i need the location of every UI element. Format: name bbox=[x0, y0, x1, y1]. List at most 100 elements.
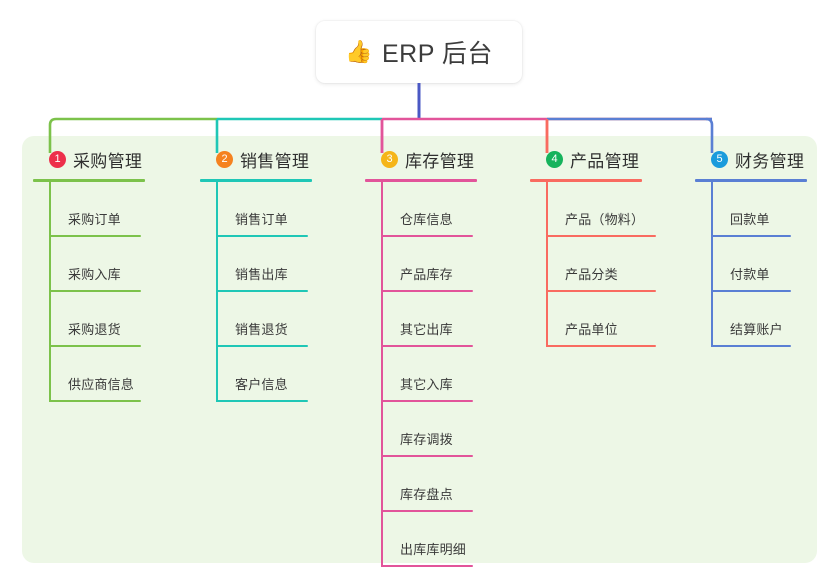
tree-item-label: 结算账户 bbox=[730, 322, 783, 337]
tree-item-label: 库存调拨 bbox=[400, 432, 453, 447]
tree-item-rule bbox=[49, 345, 141, 347]
tree-item[interactable]: 其它出库 bbox=[365, 292, 477, 347]
tree-item[interactable]: 产品分类 bbox=[530, 237, 656, 292]
tree-item-label: 采购入库 bbox=[68, 267, 121, 282]
tree-item[interactable]: 采购退货 bbox=[33, 292, 145, 347]
tree-item-label: 付款单 bbox=[730, 267, 770, 282]
tree-item-label: 采购订单 bbox=[68, 212, 121, 227]
tree-item[interactable]: 仓库信息 bbox=[365, 182, 477, 237]
root-node-title-wrap: 👍 ERP 后台 bbox=[345, 34, 493, 70]
column-spine-4 bbox=[546, 182, 548, 347]
tree-item[interactable]: 客户信息 bbox=[200, 347, 312, 402]
tree-item[interactable]: 销售出库 bbox=[200, 237, 312, 292]
tree-item-rule bbox=[216, 290, 308, 292]
column-title-3: 库存管理 bbox=[405, 151, 475, 171]
tree-item[interactable]: 采购订单 bbox=[33, 182, 145, 237]
column-header-rule-4 bbox=[530, 179, 642, 182]
tree-item-rule bbox=[381, 400, 473, 402]
tree-item-rule bbox=[49, 400, 141, 402]
tree-item[interactable]: 销售退货 bbox=[200, 292, 312, 347]
tree-item-label: 其它入库 bbox=[400, 377, 453, 392]
tree-item-rule bbox=[381, 510, 473, 512]
tree-item[interactable]: 其它入库 bbox=[365, 347, 477, 402]
tree-item-rule bbox=[381, 455, 473, 457]
column-header-rule-1 bbox=[33, 179, 145, 182]
tree-item-rule bbox=[216, 400, 308, 402]
tree-item-rule bbox=[711, 235, 791, 237]
column-header-1[interactable]: 1 采购管理 bbox=[33, 146, 145, 172]
column-title-1: 采购管理 bbox=[73, 151, 143, 171]
column-spine-5 bbox=[711, 182, 713, 347]
tree-item-label: 产品库存 bbox=[400, 267, 453, 282]
tree-item-label: 其它出库 bbox=[400, 322, 453, 337]
root-node-label: ERP 后台 bbox=[382, 40, 493, 68]
tree-item-rule bbox=[49, 235, 141, 237]
column-3: 3 库存管理仓库信息产品库存其它出库其它入库库存调拨库存盘点出库库明细 bbox=[365, 146, 477, 567]
tree-item[interactable]: 结算账户 bbox=[695, 292, 807, 347]
column-badge-3: 3 bbox=[381, 150, 398, 168]
diagram-panel bbox=[22, 136, 817, 563]
column-badge-1: 1 bbox=[49, 150, 66, 168]
tree-item-rule bbox=[216, 235, 308, 237]
column-header-rule-2 bbox=[200, 179, 312, 182]
tree-item-label: 产品分类 bbox=[565, 267, 618, 282]
tree-item-rule bbox=[216, 345, 308, 347]
tree-item-rule bbox=[546, 235, 656, 237]
tree-item[interactable]: 库存调拨 bbox=[365, 402, 477, 457]
column-spine-2 bbox=[216, 182, 218, 402]
column-4: 4 产品管理产品（物料） 产品分类产品单位 bbox=[530, 146, 656, 347]
tree-item-rule bbox=[711, 290, 791, 292]
tree-item-rule bbox=[381, 565, 473, 567]
column-spine-3 bbox=[381, 182, 383, 567]
tree-item[interactable]: 产品单位 bbox=[530, 292, 656, 347]
tree-item-label: 供应商信息 bbox=[68, 377, 135, 392]
column-items-2: 销售订单销售出库销售退货客户信息 bbox=[200, 182, 312, 402]
column-items-5: 回款单付款单结算账户 bbox=[695, 182, 807, 347]
tree-item-label: 出库库明细 bbox=[400, 542, 467, 557]
tree-item[interactable]: 产品库存 bbox=[365, 237, 477, 292]
column-items-4: 产品（物料） 产品分类产品单位 bbox=[530, 182, 656, 347]
tree-item-label: 销售退货 bbox=[235, 322, 288, 337]
tree-item[interactable]: 采购入库 bbox=[33, 237, 145, 292]
column-header-3[interactable]: 3 库存管理 bbox=[365, 146, 477, 172]
column-spine-1 bbox=[49, 182, 51, 402]
tree-item-label: 销售出库 bbox=[235, 267, 288, 282]
tree-item-label: 采购退货 bbox=[68, 322, 121, 337]
tree-item[interactable]: 回款单 bbox=[695, 182, 807, 237]
tree-item-label: 产品单位 bbox=[565, 322, 618, 337]
column-title-4: 产品管理 bbox=[570, 151, 640, 171]
root-node-card[interactable]: 👍 ERP 后台 bbox=[316, 21, 522, 83]
column-title-5: 财务管理 bbox=[735, 151, 805, 171]
tree-item-label: 销售订单 bbox=[235, 212, 288, 227]
tree-item-rule bbox=[546, 345, 656, 347]
column-items-3: 仓库信息产品库存其它出库其它入库库存调拨库存盘点出库库明细 bbox=[365, 182, 477, 567]
tree-item-rule bbox=[711, 345, 791, 347]
column-badge-4: 4 bbox=[546, 150, 563, 168]
tree-item-rule bbox=[546, 290, 656, 292]
tree-item-rule bbox=[381, 345, 473, 347]
tree-item[interactable]: 供应商信息 bbox=[33, 347, 145, 402]
column-2: 2 销售管理销售订单销售出库销售退货客户信息 bbox=[200, 146, 312, 402]
tree-item-label: 仓库信息 bbox=[400, 212, 453, 227]
column-header-2[interactable]: 2 销售管理 bbox=[200, 146, 312, 172]
tree-item[interactable]: 付款单 bbox=[695, 237, 807, 292]
tree-item-label: 客户信息 bbox=[235, 377, 288, 392]
tree-item[interactable]: 库存盘点 bbox=[365, 457, 477, 512]
column-badge-2: 2 bbox=[216, 150, 233, 168]
tree-item[interactable]: 出库库明细 bbox=[365, 512, 477, 567]
column-header-4[interactable]: 4 产品管理 bbox=[530, 146, 642, 172]
column-title-2: 销售管理 bbox=[240, 151, 310, 171]
tree-item[interactable]: 产品（物料） bbox=[530, 182, 656, 237]
column-1: 1 采购管理采购订单采购入库采购退货供应商信息 bbox=[33, 146, 145, 402]
thumbs-up-icon: 👍 bbox=[345, 39, 373, 64]
column-header-rule-3 bbox=[365, 179, 477, 182]
tree-item-rule bbox=[381, 290, 473, 292]
tree-item-rule bbox=[49, 290, 141, 292]
column-items-1: 采购订单采购入库采购退货供应商信息 bbox=[33, 182, 145, 402]
tree-item-rule bbox=[381, 235, 473, 237]
tree-item-label: 回款单 bbox=[730, 212, 770, 227]
column-header-rule-5 bbox=[695, 179, 807, 182]
tree-item[interactable]: 销售订单 bbox=[200, 182, 312, 237]
